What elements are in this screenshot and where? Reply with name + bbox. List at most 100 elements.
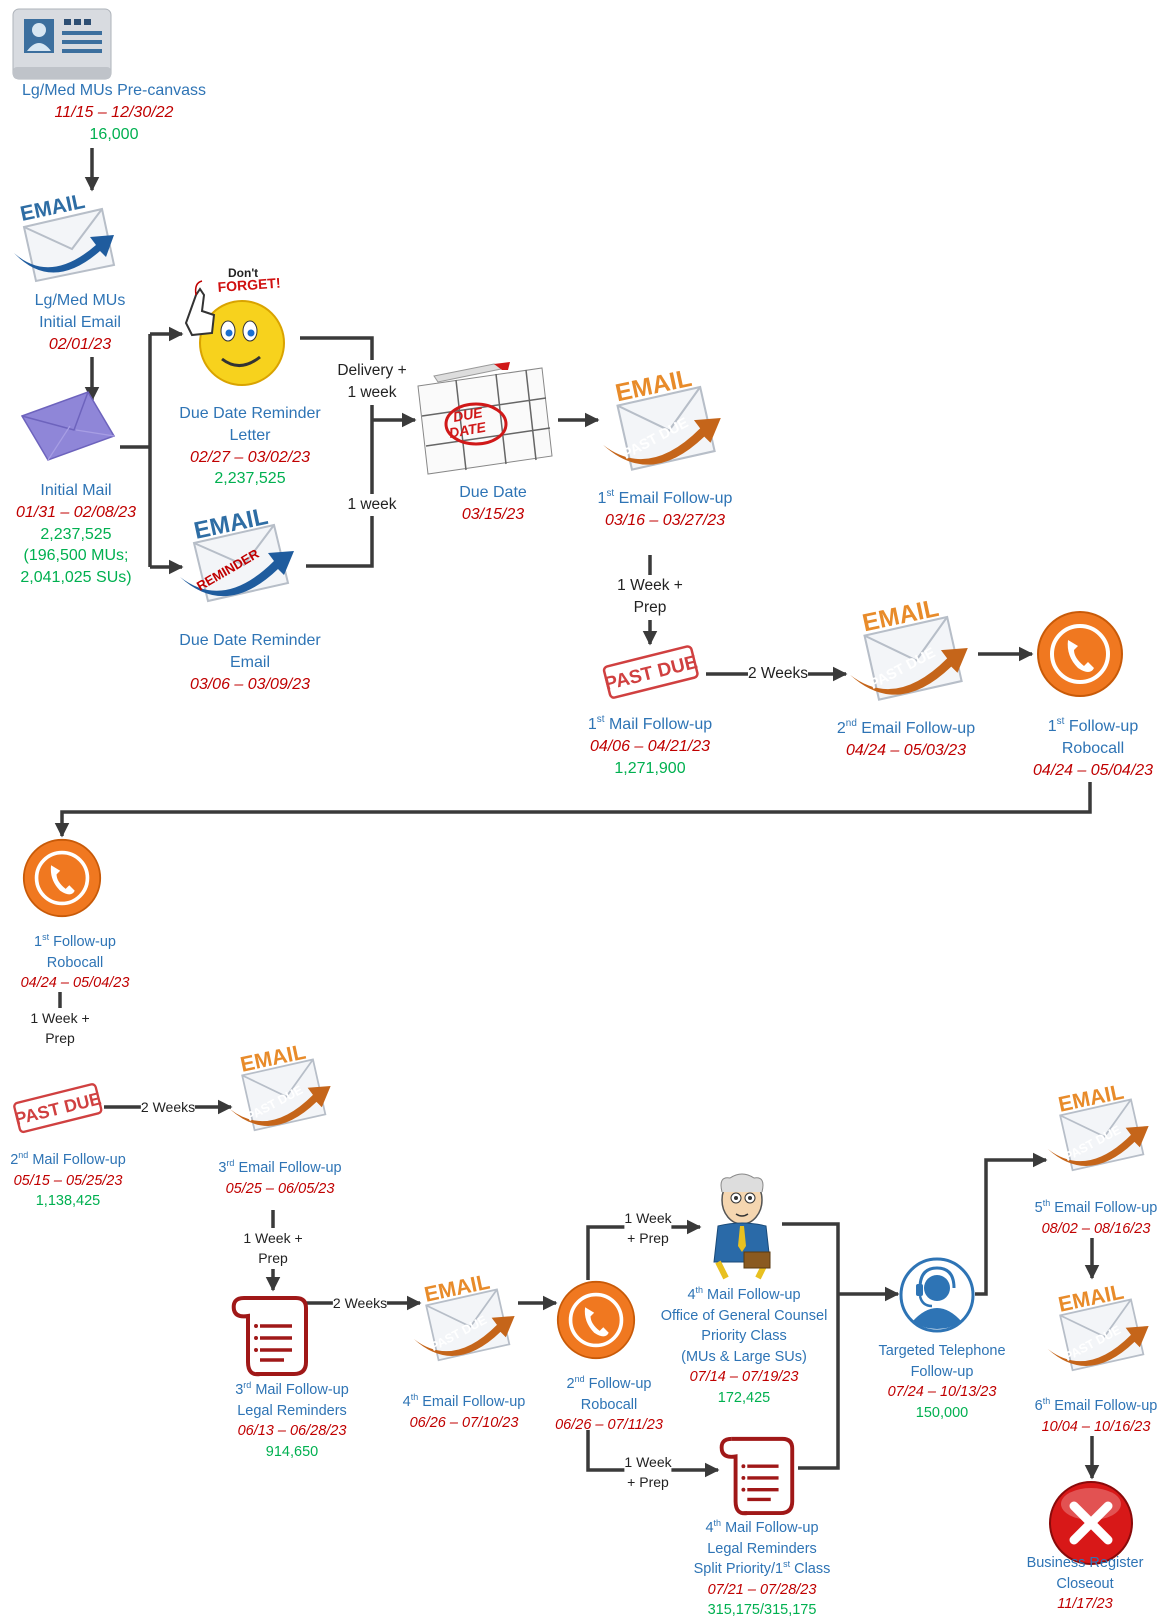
node-count: 2,237,525 [214, 470, 286, 488]
arrow-letter-to-duedate [300, 336, 374, 568]
node-title: 2nd Mail Follow-up [10, 1149, 126, 1168]
node-title: Legal Reminders [237, 1402, 347, 1419]
node-dates: 11/17/23 [1057, 1596, 1113, 1613]
node-email-followup-6: 6th Email Follow-up 10/04 – 10/16/23 [1035, 1396, 1158, 1437]
node-title: Split Priority/1st Class [693, 1558, 831, 1578]
past-due-stamp-icon: PAST DUE [603, 645, 700, 699]
node-dates: 02/01/23 [48, 335, 112, 353]
node-title: Due Date [459, 484, 527, 501]
node-count: 1,138,425 [35, 1193, 101, 1210]
dont-forget-smiley-icon: Don't FORGET! [184, 266, 285, 386]
email-past-due-icon: EMAIL PAST DUE [1047, 1281, 1149, 1372]
connector-label-two-weeks: 2 Weeks [747, 663, 809, 686]
email-past-due-icon: EMAIL PAST DUE [1047, 1081, 1149, 1172]
node-due-date: Due Date 03/15/23 [459, 482, 527, 526]
node-initial-email: Lg/Med MUs Initial Email 02/01/23 [35, 290, 126, 355]
node-title: Business Register [1026, 1555, 1144, 1571]
node-dates: 07/24 – 10/13/23 [887, 1384, 997, 1401]
connector-label-two-weeks: 2 Weeks [332, 1293, 388, 1314]
connector-label-week-prep: 1 Week + Prep [624, 1208, 672, 1249]
connector-label-delivery-week: Delivery + 1 week [337, 360, 407, 405]
node-count: 315,175/315,175 [707, 1602, 817, 1619]
node-mail-followup-3: 3rd Mail Follow-up Legal Reminders 06/13… [235, 1380, 349, 1462]
node-dates: 03/16 – 03/27/23 [604, 511, 726, 529]
email-icon: EMAIL [14, 190, 116, 283]
node-title: 1st Follow-up [34, 931, 116, 950]
node-count: 16,000 [89, 125, 139, 143]
arrow-wrap [54, 782, 1092, 838]
connector-label-week-prep: 1 Week + Prep [624, 1452, 672, 1493]
node-title: Robocall [1061, 739, 1125, 757]
node-count: 2,237,525 [40, 525, 112, 543]
node-dates: 06/13 – 06/28/23 [237, 1423, 347, 1440]
node-title: Robocall [46, 954, 104, 971]
email-past-due-icon: EMAIL PAST DUE [603, 365, 721, 471]
node-dates: 04/24 – 05/04/23 [1032, 761, 1154, 779]
node-count: 150,000 [915, 1404, 969, 1421]
email-reminder-icon: EMAIL REMINDER [180, 503, 294, 603]
headset-agent-icon [899, 1257, 975, 1333]
node-dates: 05/15 – 05/25/23 [13, 1172, 123, 1189]
email-past-due-icon: EMAIL PAST DUE [229, 1041, 331, 1132]
node-initial-mail: Initial Mail 01/31 – 02/08/23 2,237,525 … [16, 480, 136, 589]
node-email-followup-5: 5th Email Follow-up 08/02 – 08/16/23 [1035, 1198, 1158, 1239]
node-title: Initial Email [39, 313, 121, 331]
connector-label-week-prep: 1 Week + Prep [617, 575, 683, 620]
node-title: 3rd Mail Follow-up [235, 1379, 349, 1398]
node-robocall-1-repeat: 1st Follow-up Robocall 04/24 – 05/04/23 [21, 932, 130, 994]
email-past-due-icon: EMAIL PAST DUE [413, 1271, 515, 1362]
node-count: 1,271,900 [614, 759, 686, 777]
node-dates: 03/06 – 03/09/23 [189, 675, 311, 693]
node-title: 2nd Email Follow-up [836, 717, 976, 737]
email-past-due-icon: EMAIL PAST DUE [850, 595, 968, 701]
connector-label-week-prep: 1 Week + Prep [30, 1008, 90, 1049]
svg-text:DATE: DATE [448, 419, 488, 441]
node-title: 4th Mail Follow-up [705, 1517, 819, 1536]
node-robocall-1: 1st Follow-up Robocall 04/24 – 05/04/23 [1033, 716, 1153, 781]
node-dates: 07/14 – 07/19/23 [689, 1369, 799, 1386]
node-mail-followup-2: 2nd Mail Follow-up 05/15 – 05/25/23 1,13… [10, 1150, 126, 1212]
connector-label-two-weeks: 2 Weeks [140, 1097, 196, 1118]
node-dates: 06/26 – 07/10/23 [409, 1414, 519, 1431]
node-dates: 08/02 – 08/16/23 [1041, 1220, 1151, 1237]
legal-scroll-icon [231, 1296, 308, 1377]
due-date-calendar-icon: DUE DATE [417, 362, 553, 475]
arrow-robocall2-down [586, 1430, 720, 1478]
node-title: Lg/Med MUs [34, 292, 126, 309]
arrow-telephone-to-email5 [975, 1152, 1048, 1296]
node-title: 5th Email Follow-up [1034, 1197, 1158, 1216]
node-title: Initial Mail [40, 482, 112, 499]
svg-text:FORGET!: FORGET! [217, 275, 281, 295]
node-dates: 04/24 – 05/04/23 [20, 975, 130, 992]
node-email-followup-1: 1st Email Follow-up 03/16 – 03/27/23 [598, 488, 733, 532]
node-robocall-2: 2nd Follow-up Robocall 06/26 – 07/11/23 [555, 1374, 663, 1436]
node-dates: 05/25 – 06/05/23 [225, 1180, 335, 1197]
node-title: 2nd Follow-up [566, 1373, 652, 1392]
node-title: Due Date Reminder [179, 405, 321, 422]
svg-text:DUE: DUE [452, 404, 485, 425]
node-title: Email [229, 653, 270, 671]
arrow-mail-fork [120, 334, 152, 567]
node-dates: 01/31 – 02/08/23 [15, 503, 137, 521]
phone-icon [22, 838, 102, 918]
envelope-icon [20, 391, 116, 461]
node-note: 2,041,025 SUs) [20, 569, 132, 586]
node-title: Lg/Med MUs Pre-canvass [21, 82, 207, 99]
arrow-ogc-merge [782, 1222, 840, 1470]
node-title: 4th Email Follow-up [402, 1391, 526, 1410]
close-x-icon [1049, 1481, 1133, 1565]
node-count: 914,650 [265, 1443, 319, 1460]
node-dates: 11/15 – 12/30/22 [54, 103, 174, 121]
node-note: (196,500 MUs; [23, 547, 129, 565]
node-title: 1st Mail Follow-up [587, 713, 713, 733]
connector-label-week-prep: 1 Week + Prep [243, 1228, 303, 1269]
node-telephone: Targeted Telephone Follow-up 07/24 – 10/… [878, 1341, 1005, 1423]
node-mail-followup-4-legal: 4th Mail Follow-up Legal Reminders Split… [694, 1518, 831, 1621]
node-dates: 06/26 – 07/11/23 [555, 1417, 663, 1434]
node-title: (MUs & Large SUs) [681, 1348, 807, 1365]
node-title: Closeout [1056, 1575, 1114, 1592]
node-mail-followup-1: 1st Mail Follow-up 04/06 – 04/21/23 1,27… [588, 714, 712, 779]
node-dates: 04/24 – 05/03/23 [845, 741, 967, 759]
node-closeout: Business Register Closeout 11/17/23 [1027, 1553, 1144, 1615]
node-reminder-letter: Due Date Reminder Letter 02/27 – 03/02/2… [179, 403, 320, 490]
